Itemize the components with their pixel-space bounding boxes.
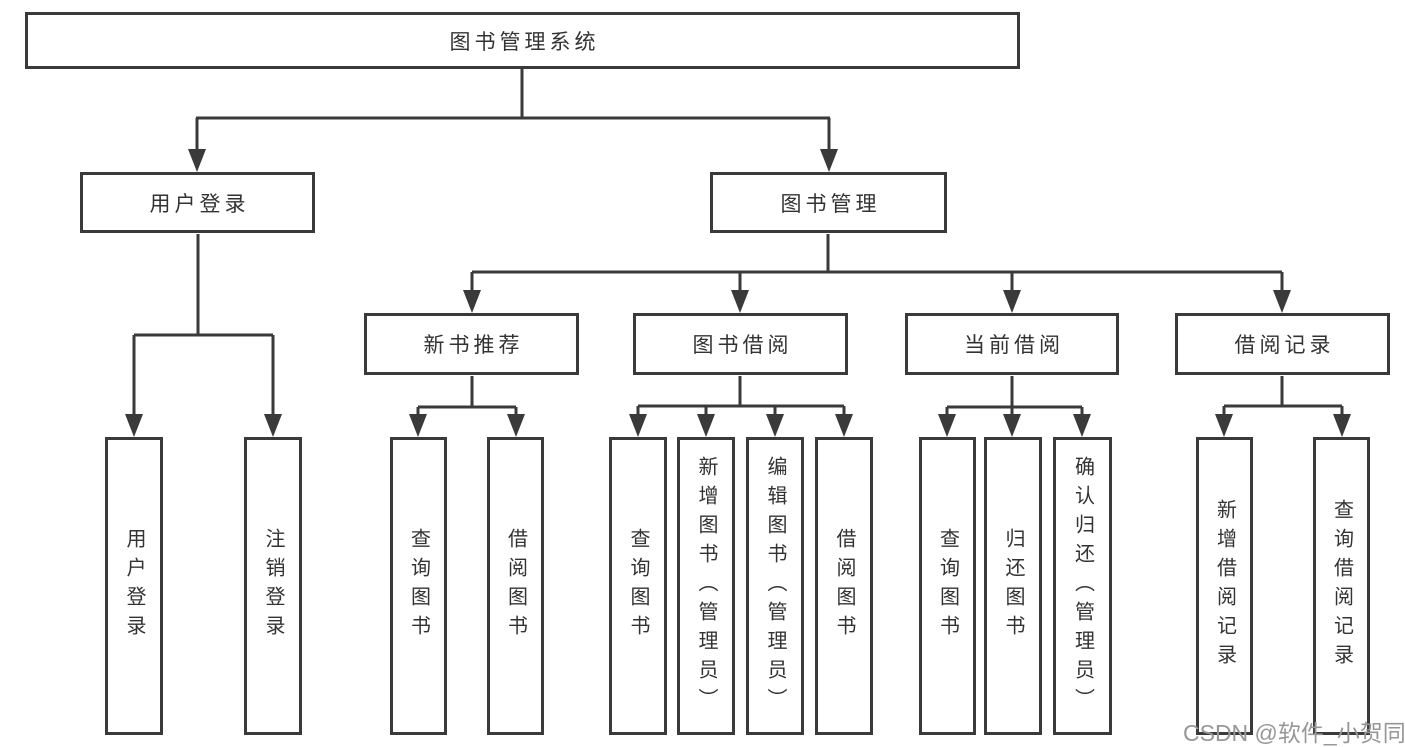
arrowhead xyxy=(766,414,784,437)
arrowhead xyxy=(938,414,956,437)
node-label: 当前借阅 xyxy=(964,334,1064,357)
node-label: 确认归还（管理员） xyxy=(1071,455,1094,717)
node-label: 借阅图书 xyxy=(833,528,855,644)
arrowhead xyxy=(507,414,525,437)
node-label: 新增借阅记录 xyxy=(1213,499,1236,673)
node-leaf-add-book-admin: 新增图书（管理员） xyxy=(677,437,735,735)
arrowhead xyxy=(1215,414,1233,437)
node-book-management: 图书管理 xyxy=(710,172,947,233)
node-leaf-confirm-return-admin: 确认归还（管理员） xyxy=(1053,437,1112,735)
node-label: 归还图书 xyxy=(1002,528,1024,644)
node-leaf-query-book-3: 查询图书 xyxy=(919,437,976,735)
node-leaf-query-book-1: 查询图书 xyxy=(390,437,447,735)
node-label: 图书借阅 xyxy=(692,334,793,357)
arrowhead xyxy=(1333,414,1351,437)
node-label: 借阅图书 xyxy=(504,528,527,644)
node-leaf-user-login: 用户登录 xyxy=(105,437,163,735)
node-book-borrow: 图书借阅 xyxy=(633,313,848,375)
node-leaf-query-book-2: 查询图书 xyxy=(609,437,667,735)
connector-book-management-to-level3 xyxy=(470,234,1284,293)
node-label: 查询图书 xyxy=(627,528,649,644)
node-leaf-add-borrow-record: 新增借阅记录 xyxy=(1196,437,1253,735)
arrowhead xyxy=(1273,290,1291,313)
node-label: 借阅记录 xyxy=(1234,334,1335,357)
arrowhead xyxy=(731,290,749,313)
node-label: 编辑图书（管理员） xyxy=(764,455,786,717)
arrowhead xyxy=(125,414,143,437)
arrowhead xyxy=(629,414,647,437)
arrowhead xyxy=(188,149,206,172)
node-new-book-recommend: 新书推荐 xyxy=(364,313,579,375)
node-leaf-query-borrow-record: 查询借阅记录 xyxy=(1313,437,1370,735)
node-label: 新增图书（管理员） xyxy=(695,455,717,717)
node-leaf-borrow-book-2: 借阅图书 xyxy=(815,437,873,735)
connector-root-to-level2 xyxy=(195,69,831,152)
node-current-borrow: 当前借阅 xyxy=(905,313,1119,375)
node-label: 注销登录 xyxy=(262,528,284,644)
arrowhead xyxy=(1073,414,1091,437)
node-label: 查询借阅记录 xyxy=(1330,499,1353,673)
node-leaf-borrow-book-1: 借阅图书 xyxy=(487,437,544,735)
arrowhead xyxy=(264,414,282,437)
node-label: 用户登录 xyxy=(123,528,145,644)
connector-new-book-recommend-to-leaves xyxy=(416,376,518,417)
arrowhead xyxy=(697,414,715,437)
node-leaf-logout: 注销登录 xyxy=(244,437,302,735)
arrowhead xyxy=(463,290,481,313)
node-label: 图书管理 xyxy=(780,192,881,216)
arrowhead xyxy=(1003,290,1021,313)
node-leaf-edit-book-admin: 编辑图书（管理员） xyxy=(746,437,804,735)
node-label: 查询图书 xyxy=(936,528,959,644)
node-leaf-return-book: 归还图书 xyxy=(984,437,1042,735)
arrowhead xyxy=(409,414,427,437)
node-label: 新书推荐 xyxy=(423,334,524,357)
node-label: 图书管理系统 xyxy=(449,30,600,54)
node-label: 查询图书 xyxy=(407,528,430,644)
node-label: 用户登录 xyxy=(149,192,250,216)
arrowhead xyxy=(820,149,838,172)
node-borrow-records: 借阅记录 xyxy=(1175,313,1390,375)
node-user-login: 用户登录 xyxy=(80,172,315,233)
watermark: CSDN @软件_小贺同学 xyxy=(1183,720,1405,746)
arrowhead xyxy=(1003,414,1021,437)
connector-user-login-to-leaves xyxy=(132,234,275,417)
connector-current-borrow-to-leaves xyxy=(945,376,1084,417)
node-library-management-system: 图书管理系统 xyxy=(25,12,1020,69)
connector-book-borrow-to-leaves xyxy=(636,376,846,417)
arrowhead xyxy=(835,414,853,437)
connector-borrow-records-to-leaves xyxy=(1222,376,1344,417)
